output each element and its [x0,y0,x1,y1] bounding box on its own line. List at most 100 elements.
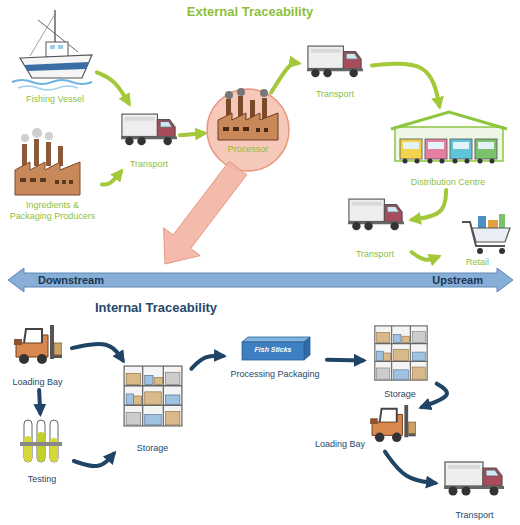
processor-circle: Processor [206,88,290,172]
node-label: Loading Bay [5,377,70,388]
test-tubes-icon [24,420,32,462]
truck-icon [348,199,404,230]
flow-arrow [102,172,121,185]
processor-factory-icon [264,128,268,132]
package-icon [242,337,310,360]
producer-factory-icon [40,178,46,182]
test-tubes-icon [24,436,32,462]
node-label: Storage [115,443,190,454]
node-label: Ingredients & Packaging Producers [5,200,100,222]
producer-factory-icon [32,128,42,138]
node-label: Distribution Centre [388,177,508,188]
shopping-cart-icon [478,216,486,230]
shopping-cart-icon [472,228,510,242]
producer-factory-icon [58,146,63,166]
distribution-centre-icon [453,142,469,149]
processor-circle-shape [206,88,290,172]
distribution-centre-icon [403,142,419,149]
node-label: Processing Packaging [225,369,325,380]
section-heading: Internal Traceability [95,300,265,315]
transport-node: Transport [437,453,512,521]
test-tubes-icon [20,420,62,462]
node-label: Transport [300,89,370,100]
producer-factory-icon [15,162,80,195]
fishing-vessel-icon [18,86,78,90]
loading-bay-node: Loading Bay [5,323,70,388]
package-icon [242,342,304,360]
distribution-centre-icon [490,159,495,164]
flow-arrow [385,452,435,483]
package-icon [304,337,310,360]
storage-shelves-icon [375,326,427,380]
processor-factory-icon [237,88,245,96]
producer-factory-icon [45,132,53,140]
packaging-node: Processing Packaging [225,338,325,380]
flow-arrow [412,252,439,260]
vessel-node: Fishing Vessel [15,5,95,105]
shopping-cart-icon [477,248,483,254]
processor-factory-icon [225,91,233,99]
flow-arrow [180,133,204,135]
producer-factory-icon [15,128,80,195]
forklift-icon [370,405,416,442]
flow-arrow [372,64,439,106]
package-text: Fish Sticks [242,345,304,354]
producer-factory-icon [55,180,59,184]
section-heading: External Traceability [160,4,340,19]
producer-factory-icon [62,180,66,184]
flow-band: DownstreamUpstream [8,268,513,292]
processor-factory-icon [260,89,268,97]
node-label: Retail [440,257,515,268]
fishing-vessel-icon [12,80,92,84]
fishing-vessel-icon [38,20,78,52]
node-label: Loading Bay [315,439,420,450]
testing-node: Testing [12,415,72,485]
shopping-cart-icon [462,222,505,246]
fishing-vessel-icon [20,55,92,78]
direction-label: Downstream [38,274,104,287]
flow-arrow [412,190,446,220]
shopping-cart-icon [488,220,498,230]
distribution-centre-icon [391,112,507,129]
truck-icon [121,114,177,145]
fishing-vessel-icon [12,10,92,90]
producer-node: Ingredients & Packaging Producers [5,140,100,222]
shopping-cart-icon [462,214,510,254]
producer-factory-icon [22,144,27,166]
test-tubes-icon [50,438,58,462]
distribution-centre-icon [391,112,507,164]
fishing-vessel-icon [50,45,55,49]
fishing-vessel-icon [58,45,63,49]
node-label: Transport [437,510,512,521]
producer-factory-icon [34,139,39,166]
distribution-centre-icon [428,159,433,164]
flow-arrow [327,358,363,363]
node-label: Transport [340,249,410,260]
processor-factory-icon [243,127,249,131]
fishing-vessel-icon [24,62,89,71]
processor-factory-icon [238,96,243,119]
producer-factory-icon [21,134,29,142]
fishing-vessel-icon [30,14,55,56]
distribution-centre-icon [478,142,494,149]
flow-arrow [39,390,40,413]
processor-factory-icon [226,99,231,119]
flow-arrow [271,63,298,93]
flow-arrow [72,344,123,360]
loading-bay-node: Loading Bay [315,404,420,450]
storage-node: Storage [115,362,190,454]
node-label: Transport [120,159,178,170]
retail-node: Retail [440,214,515,268]
flow-arrow [422,384,447,407]
forklift-icon [14,325,62,364]
distribution-centre-icon [478,159,483,164]
node-label: Fishing Vessel [15,94,95,105]
distribution-centre-icon [450,139,472,159]
processor-factory-icon [223,127,229,131]
processor-factory-icon [218,88,278,140]
fishing-vessel-icon [46,42,68,57]
processor-factory-icon [218,113,278,140]
